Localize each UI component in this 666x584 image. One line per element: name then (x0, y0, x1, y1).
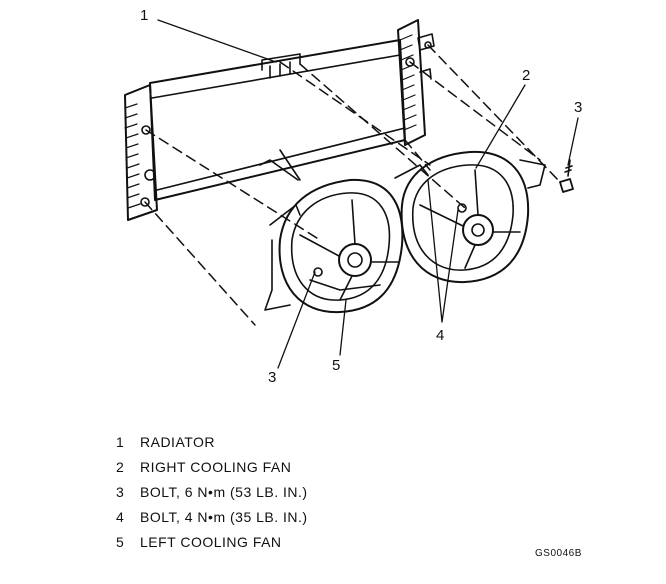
legend-item: 1 RADIATOR (116, 430, 308, 455)
callout-3-left: 3 (268, 369, 276, 386)
legend-number: 3 (116, 484, 125, 500)
legend-number: 5 (116, 534, 125, 550)
legend-number: 4 (116, 509, 125, 525)
legend-number: 2 (116, 459, 125, 475)
legend-number: 1 (116, 434, 125, 450)
right-cooling-fan (394, 150, 546, 284)
right-tank-fins (399, 34, 417, 131)
radiator (124, 19, 435, 221)
exploded-view-diagram: 1 2 3 3 5 4 (124, 7, 582, 386)
figure-id: GS0046B (535, 548, 582, 559)
left-cooling-fan (259, 149, 404, 314)
legend-item: 3 BOLT, 6 N•m (53 LB. IN.) (116, 480, 308, 505)
legend-label: RIGHT COOLING FAN (140, 459, 292, 475)
leader-lines (157, 19, 579, 369)
legend-label: BOLT, 4 N•m (35 LB. IN.) (140, 509, 308, 525)
legend-item: 2 RIGHT COOLING FAN (116, 455, 308, 480)
bolt-3-right (559, 159, 574, 193)
legend-label: LEFT COOLING FAN (140, 534, 282, 550)
legend-item: 4 BOLT, 4 N•m (35 LB. IN.) (116, 505, 308, 530)
legend-item: 5 LEFT COOLING FAN (116, 530, 308, 555)
alignment-lines (144, 44, 561, 326)
callout-2: 2 (522, 67, 530, 84)
legend-label: BOLT, 6 N•m (53 LB. IN.) (140, 484, 308, 500)
parts-legend: 1 RADIATOR 2 RIGHT COOLING FAN 3 BOLT, 6 N•… (116, 430, 308, 555)
callout-5: 5 (332, 357, 340, 374)
callout-3-right: 3 (574, 99, 582, 116)
callout-1: 1 (140, 7, 148, 24)
legend-label: RADIATOR (140, 434, 216, 450)
left-tank-fins (124, 103, 141, 209)
callout-4: 4 (436, 327, 444, 344)
